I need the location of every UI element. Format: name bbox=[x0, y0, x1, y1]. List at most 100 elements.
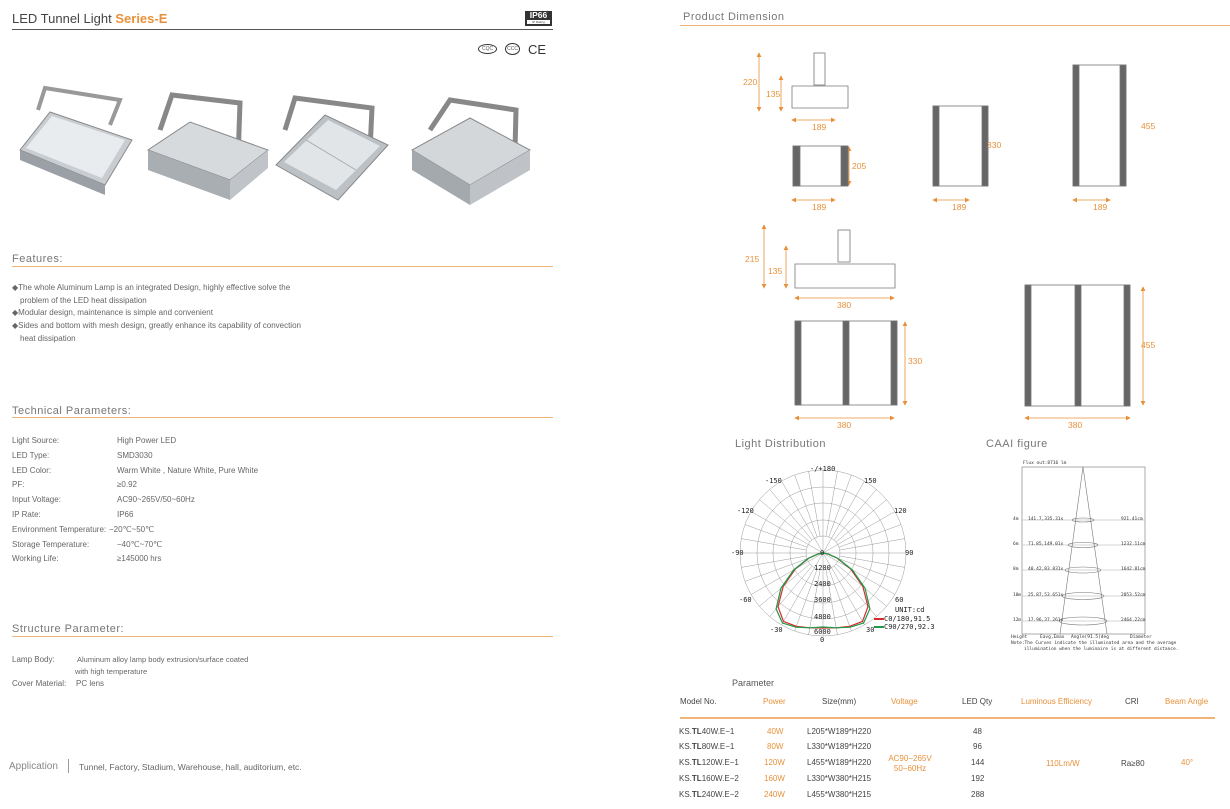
caai-diameter: 2053.52cm bbox=[1121, 593, 1146, 598]
structure-heading: Structure Parameter: bbox=[12, 623, 125, 635]
tech-param-label: IP Rate: bbox=[12, 509, 41, 519]
dim-220: 220 bbox=[743, 77, 758, 87]
tech-param-value: High Power LED bbox=[117, 436, 177, 445]
angle-180: -/+180 bbox=[810, 465, 836, 473]
angle-minus-90: -90 bbox=[731, 549, 744, 557]
polar-spoke bbox=[808, 471, 821, 537]
feature-text: heat dissipation bbox=[20, 333, 76, 343]
tech-param-label: LED Color: bbox=[12, 465, 52, 475]
polar-curve bbox=[775, 552, 871, 629]
polar-spoke bbox=[769, 489, 813, 541]
caai-foot-angle: Angle(91.5)deg bbox=[1071, 635, 1109, 640]
column-header: Beam Angle bbox=[1165, 697, 1209, 706]
header-divider bbox=[12, 29, 553, 30]
polar-spoke bbox=[838, 524, 902, 548]
feature-item: ◆The whole Aluminum Lamp is an integrate… bbox=[12, 283, 291, 305]
tech-param-row: Working Life:≥145000 hrs bbox=[12, 552, 161, 567]
feature-text: Modular design, maintenance is simple an… bbox=[18, 308, 213, 318]
light-distribution-heading: Light Distribution bbox=[735, 438, 826, 450]
dim-330-b: 330 bbox=[908, 356, 923, 366]
ring-6000: 6000 bbox=[814, 628, 831, 636]
model-type: TL bbox=[691, 774, 702, 783]
tech-param-row: IP Rate: IP66 bbox=[12, 508, 133, 523]
cover-material-value: PC lens bbox=[76, 679, 105, 688]
polar-spoke bbox=[822, 480, 865, 554]
polar-spoke bbox=[839, 538, 905, 551]
size-cell: L330*W380*H215 bbox=[807, 774, 872, 783]
polar-spoke bbox=[741, 555, 807, 568]
led-qty-cell: 48 bbox=[973, 727, 982, 736]
tech-param-row: LED Type:SMD3030 bbox=[12, 449, 153, 464]
angle-minus-30: -30 bbox=[770, 626, 783, 634]
angle-0: 0 bbox=[820, 636, 825, 644]
ring-4800: 4800 bbox=[814, 613, 831, 621]
model-type: TL bbox=[691, 727, 702, 736]
angle-120: 120 bbox=[894, 507, 907, 515]
tech-param-value: SMD3030 bbox=[117, 450, 153, 460]
unit-label: UNIT:cd bbox=[895, 606, 925, 614]
ring-3600: 3600 bbox=[814, 596, 831, 604]
series-text: Series-E bbox=[115, 11, 168, 26]
caai-diameter: 1642.81cm bbox=[1121, 567, 1146, 572]
ce-icon: CE bbox=[527, 41, 547, 57]
dim-135: 135 bbox=[766, 89, 781, 99]
product-photo-80w bbox=[146, 92, 270, 200]
voltage-cell: AC90−265V 50−60Hz bbox=[880, 754, 940, 774]
model-type: TL bbox=[691, 758, 702, 767]
model-prefix: KS. bbox=[679, 727, 692, 736]
column-header: Voltage bbox=[891, 697, 918, 706]
size-cell: L205*W189*H220 bbox=[807, 727, 872, 736]
product-photo-160w bbox=[275, 95, 389, 201]
legend-c0-text: C0/180,91.5 bbox=[884, 615, 931, 623]
ring-2400: 2400 bbox=[814, 580, 831, 588]
luminaire-drawings bbox=[791, 52, 1131, 407]
model-cell: KS.TL80W.E−1 bbox=[679, 742, 734, 751]
polar-spoke bbox=[808, 569, 821, 635]
polar-spoke bbox=[744, 524, 808, 548]
angle-minus-120: -120 bbox=[737, 507, 754, 515]
polar-spoke bbox=[833, 489, 877, 541]
caai-height: 6m bbox=[1013, 542, 1019, 547]
feature-item: ◆Sides and bottom with mesh design, grea… bbox=[12, 321, 301, 343]
beam-angle-cell: 40° bbox=[1181, 758, 1194, 767]
caai-diameter: 921.41cm bbox=[1121, 517, 1143, 522]
caai-height: 10m bbox=[1013, 593, 1022, 598]
power-cell: 160W bbox=[764, 774, 785, 783]
angle-30: 30 bbox=[866, 626, 875, 634]
tech-param-label: Input Voltage: bbox=[12, 495, 61, 505]
caai-illuminance: 25.87,53.651x bbox=[1028, 593, 1064, 598]
structure-divider bbox=[12, 636, 553, 637]
angle-60: 60 bbox=[895, 596, 904, 604]
model-prefix: KS. bbox=[679, 774, 692, 783]
polar-spoke bbox=[794, 568, 818, 632]
polar-spoke bbox=[750, 511, 824, 554]
dim-380-b: 380 bbox=[837, 420, 852, 430]
dim-455-b: 455 bbox=[1141, 340, 1156, 350]
caai-diameter: 2464.22cm bbox=[1121, 618, 1146, 623]
model-prefix: KS. bbox=[679, 790, 692, 799]
caai-note-2: illumination when the luminaire is at di… bbox=[1024, 647, 1179, 652]
size-cell: L455*W189*H220 bbox=[807, 758, 872, 767]
polar-spoke bbox=[825, 471, 838, 537]
polar-spoke bbox=[822, 552, 865, 626]
caai-diameter: 1232.11cm bbox=[1121, 542, 1146, 547]
model-suffix: 120W.E−1 bbox=[701, 758, 739, 767]
technical-heading: Technical Parameters: bbox=[12, 405, 132, 417]
column-header: LED Qty bbox=[962, 697, 993, 706]
lamp-body-value-2: with high temperature bbox=[75, 667, 148, 676]
caai-foot-eavg: Eavg,Emax bbox=[1040, 635, 1065, 640]
features-list: ◆The whole Aluminum Lamp is an integrate… bbox=[12, 282, 332, 346]
model-cell: KS.TL160W.E−2 bbox=[679, 774, 739, 783]
tech-param-value: ≥145000 hrs bbox=[117, 554, 162, 564]
tech-param-value: IP66 bbox=[117, 509, 134, 519]
ring-1200: 1200 bbox=[814, 564, 831, 572]
legend-c90: C90/270,92.3 bbox=[874, 623, 935, 631]
tech-param-value: −20℃~50℃ bbox=[109, 524, 155, 534]
polar-spoke bbox=[741, 538, 807, 551]
tech-param-row: Environment Temperature:−20℃~50℃ bbox=[12, 523, 154, 538]
power-cell: 240W bbox=[764, 790, 785, 799]
feature-text: problem of the LED heat dissipation bbox=[20, 295, 147, 305]
dim-189-b: 189 bbox=[812, 202, 827, 212]
model-suffix: 160W.E−2 bbox=[701, 774, 739, 783]
